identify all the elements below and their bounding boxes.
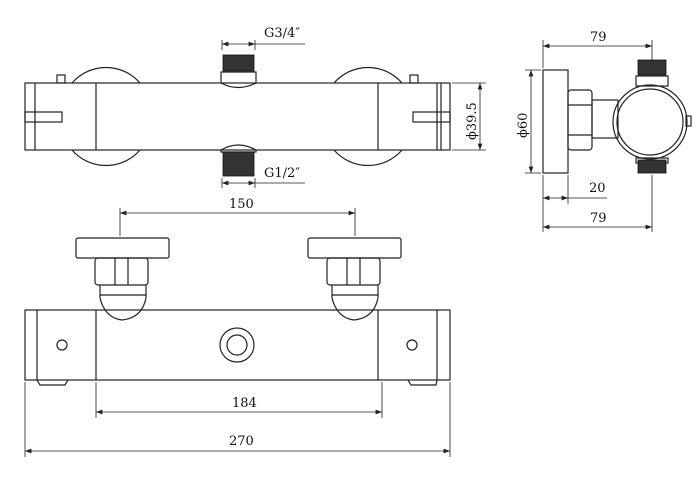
- body-diameter-label: ϕ39.5: [465, 102, 480, 140]
- flange-diameter-label: ϕ60: [516, 113, 531, 138]
- right-eccentric: [307, 237, 402, 321]
- overall-length-label: 270: [229, 434, 254, 449]
- center-distance-label: 150: [229, 197, 254, 212]
- depth-top-label: 79: [590, 30, 607, 45]
- body-inner-length-label: 184: [232, 396, 257, 411]
- outlet-thread-label: G1/2″: [264, 166, 300, 181]
- depth-bottom-label: 79: [590, 211, 607, 226]
- front-view: 150 184 270: [24, 197, 451, 457]
- flange-thickness-label: 20: [589, 181, 606, 196]
- side-view: 79 ϕ60 20 79: [516, 30, 692, 232]
- left-eccentric: [75, 237, 170, 321]
- inlet-thread-label: G3/4″: [264, 26, 300, 41]
- top-view: G3/4″ G1/2″ ϕ39.5: [24, 26, 486, 188]
